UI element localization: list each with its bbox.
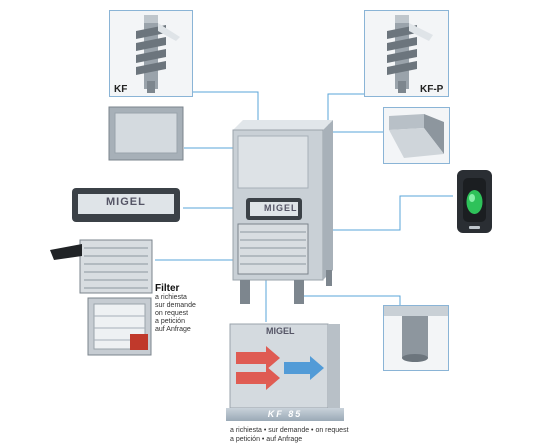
power-switch-illustration bbox=[457, 170, 492, 233]
filter-line: a petición bbox=[155, 318, 185, 325]
filter-grid-illustration bbox=[50, 239, 153, 294]
top-panel-thumbnail bbox=[108, 106, 185, 162]
filter-frame-illustration bbox=[87, 297, 152, 356]
kf85-footer: a richiesta • sur demande • on request a… bbox=[230, 426, 349, 444]
filter-line: sur demande bbox=[155, 302, 196, 309]
kf85-model-strip: KF 85 bbox=[226, 408, 344, 421]
filter-line: a richiesta bbox=[155, 294, 187, 301]
kf85-cutaway-panel: MIGEL bbox=[226, 322, 344, 408]
badge-brand-text: MIGEL bbox=[106, 196, 146, 208]
kf85-illustration bbox=[229, 323, 340, 408]
filter-caption: Filter a richiesta sur demande on reques… bbox=[155, 283, 225, 334]
corner-detail-thumbnail bbox=[383, 107, 450, 164]
kf-label: KF bbox=[114, 84, 128, 95]
filter-line: on request bbox=[155, 310, 189, 317]
filter-grid-thumbnail bbox=[44, 238, 155, 295]
kf85-brand-text: MIGEL bbox=[266, 326, 295, 336]
corner-illustration bbox=[389, 114, 444, 158]
foot-illustration bbox=[384, 306, 448, 362]
badge-illustration bbox=[72, 188, 180, 222]
ice-machine-illustration bbox=[232, 120, 333, 304]
auger-kfp-illustration bbox=[387, 15, 433, 93]
kf85-footer-line: a petición • auf Anfrage bbox=[230, 436, 303, 443]
top-panel-illustration bbox=[108, 106, 184, 161]
kf85-footer-line: a richiesta • sur demande • on request bbox=[230, 427, 349, 434]
machine-brand-text: MIGEL bbox=[264, 203, 298, 213]
kfp-label: KF-P bbox=[420, 84, 444, 95]
filter-line: auf Anfrage bbox=[155, 326, 191, 333]
door-badge-thumbnail: MIGEL bbox=[70, 182, 183, 226]
kfp-auger-panel: KF-P bbox=[364, 10, 449, 97]
adjustable-foot-thumbnail bbox=[383, 305, 449, 371]
power-switch-thumbnail bbox=[455, 168, 494, 235]
ice-machine: MIGEL bbox=[228, 120, 338, 310]
kf-auger-panel: KF bbox=[109, 10, 193, 97]
filter-title: Filter bbox=[155, 283, 180, 294]
filter-frame-thumbnail bbox=[86, 296, 153, 357]
auger-kf-illustration bbox=[136, 15, 180, 93]
